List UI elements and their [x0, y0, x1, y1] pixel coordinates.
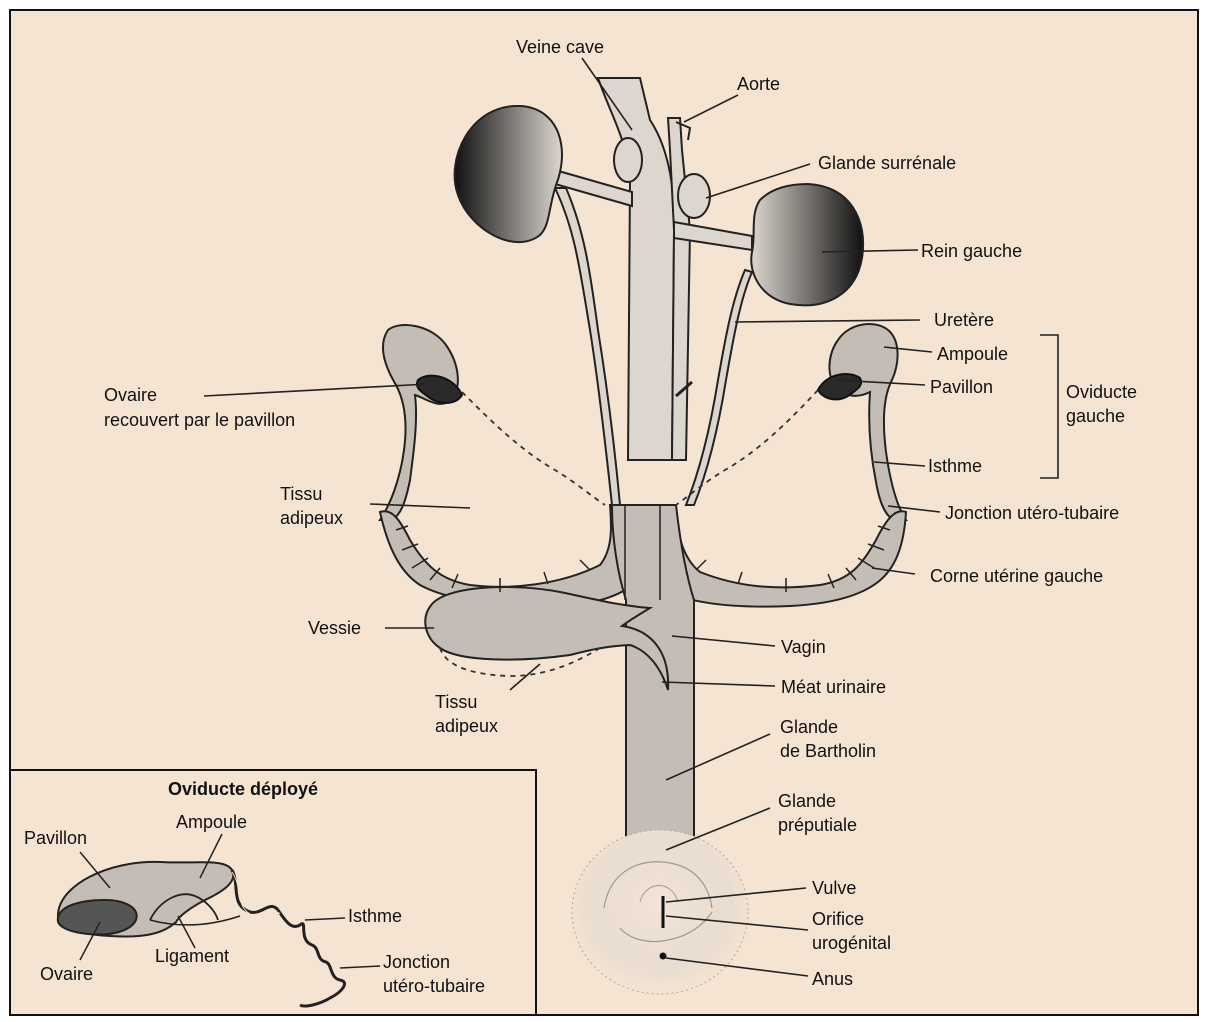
label-preputiale: Glande	[778, 791, 836, 811]
adrenal-gland-right	[678, 174, 710, 218]
anus-dot	[660, 953, 667, 960]
label-tissu-2: Tissu	[435, 692, 477, 712]
label-ampoule: Ampoule	[937, 344, 1008, 364]
kidney-right	[751, 184, 863, 305]
label-orifice: Orifice	[812, 909, 864, 929]
label-vessie: Vessie	[308, 618, 361, 638]
label-ovaire: Ovaire	[104, 385, 157, 405]
inset-label-ovaire: Ovaire	[40, 964, 93, 984]
label-bartholin-b: de Bartholin	[780, 741, 876, 761]
label-tissu-1: Tissu	[280, 484, 322, 504]
label-oviducte: Oviducte	[1066, 382, 1137, 402]
label-jonction: Jonction utéro-tubaire	[945, 503, 1119, 523]
label-orifice-b: urogénital	[812, 933, 891, 953]
inset-label-jonction-b: utéro-tubaire	[383, 976, 485, 996]
label-pavillon: Pavillon	[930, 377, 993, 397]
label-glande-surrenale: Glande surrénale	[818, 153, 956, 173]
inset-label-jonction: Jonction	[383, 952, 450, 972]
label-tissu-1b: adipeux	[280, 508, 343, 528]
inset-ovary	[58, 900, 137, 934]
label-oviducte-gauche: gauche	[1066, 406, 1125, 426]
inset-label-ligament: Ligament	[155, 946, 229, 966]
label-isthme: Isthme	[928, 456, 982, 476]
label-bartholin: Glande	[780, 717, 838, 737]
adrenal-gland-left	[614, 138, 642, 182]
label-corne: Corne utérine gauche	[930, 566, 1103, 586]
label-veine-cave: Veine cave	[516, 37, 604, 57]
vulva-region	[572, 830, 748, 994]
inset-label-isthme: Isthme	[348, 906, 402, 926]
label-tissu-2b: adipeux	[435, 716, 498, 736]
inset-title: Oviducte déployé	[168, 779, 318, 799]
label-vagin: Vagin	[781, 637, 826, 657]
label-meat: Méat urinaire	[781, 677, 886, 697]
label-anus: Anus	[812, 969, 853, 989]
label-ovaire-detail: recouvert par le pavillon	[104, 410, 295, 430]
inset-label-pavillon: Pavillon	[24, 828, 87, 848]
inset-oviduct: Oviducte déployé Pavillon Ampoule Isthme…	[10, 770, 536, 1015]
label-vulve: Vulve	[812, 878, 856, 898]
label-aorte: Aorte	[737, 74, 780, 94]
label-preputiale-b: préputiale	[778, 815, 857, 835]
label-uretere: Uretère	[934, 310, 994, 330]
label-rein-gauche: Rein gauche	[921, 241, 1022, 261]
inset-label-ampoule: Ampoule	[176, 812, 247, 832]
